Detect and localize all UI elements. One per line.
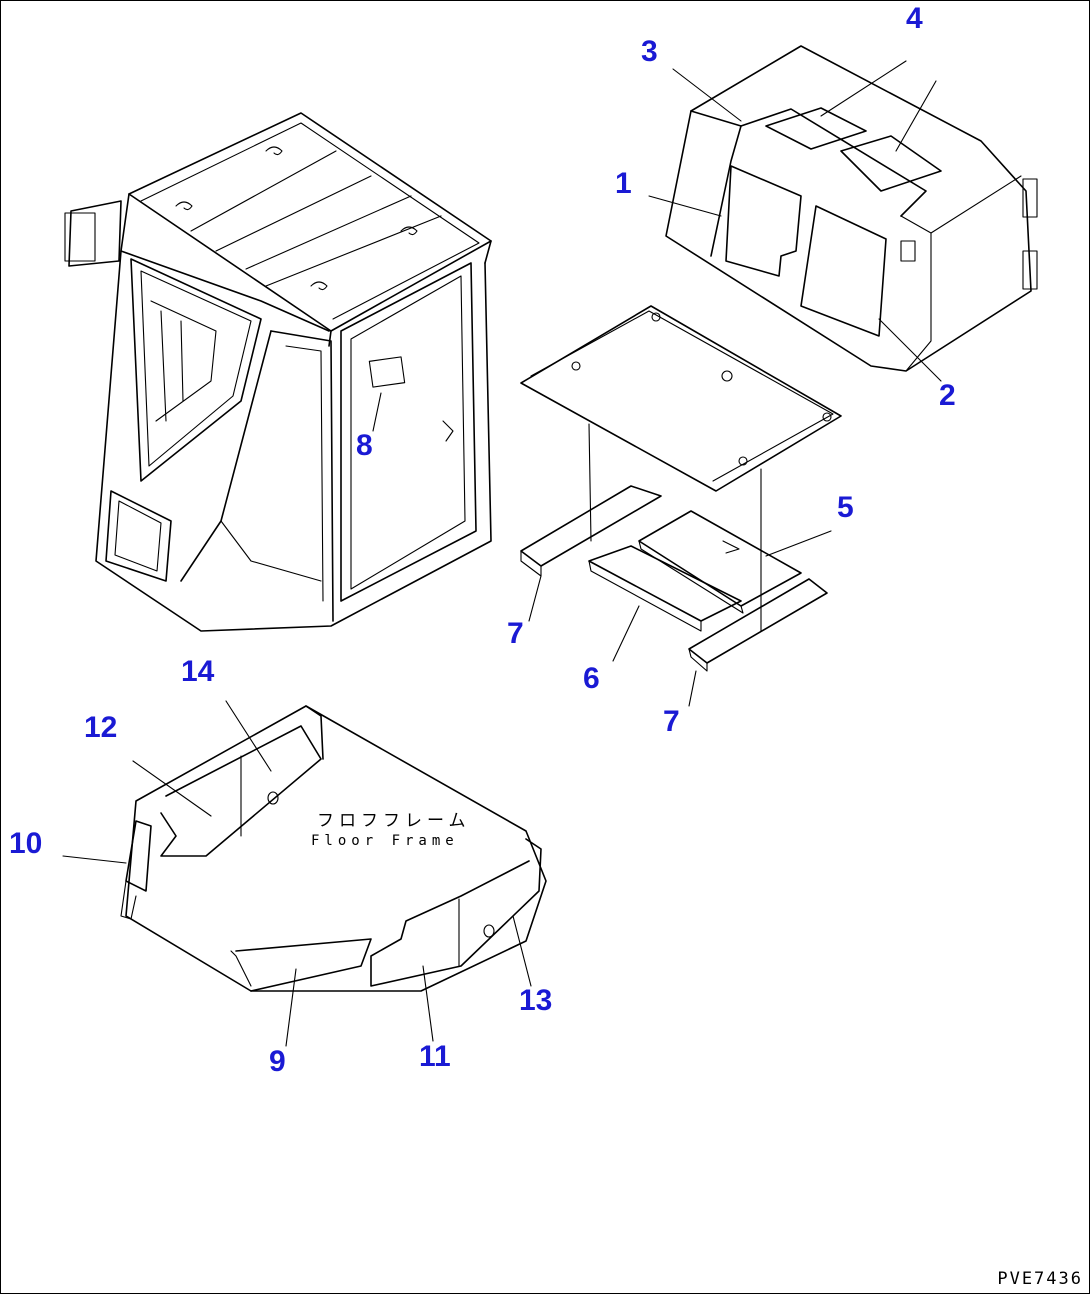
floor-frame-japanese-label: フロフフレーム: [317, 811, 471, 831]
callout-1: 1: [615, 167, 632, 200]
callout-14: 14: [181, 655, 215, 688]
leader-lines: [62, 60, 942, 1047]
callout-6: 6: [583, 662, 600, 695]
callout-13: 13: [519, 984, 553, 1017]
rear-wall-assembly: [665, 45, 1038, 372]
callout-4: 4: [906, 2, 923, 35]
callout-7-upper: 7: [507, 617, 524, 650]
callout-8: 8: [356, 429, 373, 462]
floor-frame-english-label: Floor Frame: [311, 833, 459, 849]
callout-12: 12: [84, 711, 118, 744]
floor-frame: [120, 705, 547, 992]
callout-11: 11: [419, 1040, 451, 1073]
cab-assembly: [64, 112, 492, 632]
callout-5: 5: [837, 491, 854, 524]
callout-10: 10: [9, 827, 43, 860]
floor-mats: [520, 485, 828, 672]
callout-2: 2: [939, 379, 956, 412]
drawing-code: PVE7436: [997, 1269, 1083, 1289]
callout-9: 9: [269, 1045, 286, 1078]
callout-3: 3: [641, 35, 658, 68]
floor-plate: [520, 305, 842, 632]
callout-7-lower: 7: [663, 705, 680, 738]
